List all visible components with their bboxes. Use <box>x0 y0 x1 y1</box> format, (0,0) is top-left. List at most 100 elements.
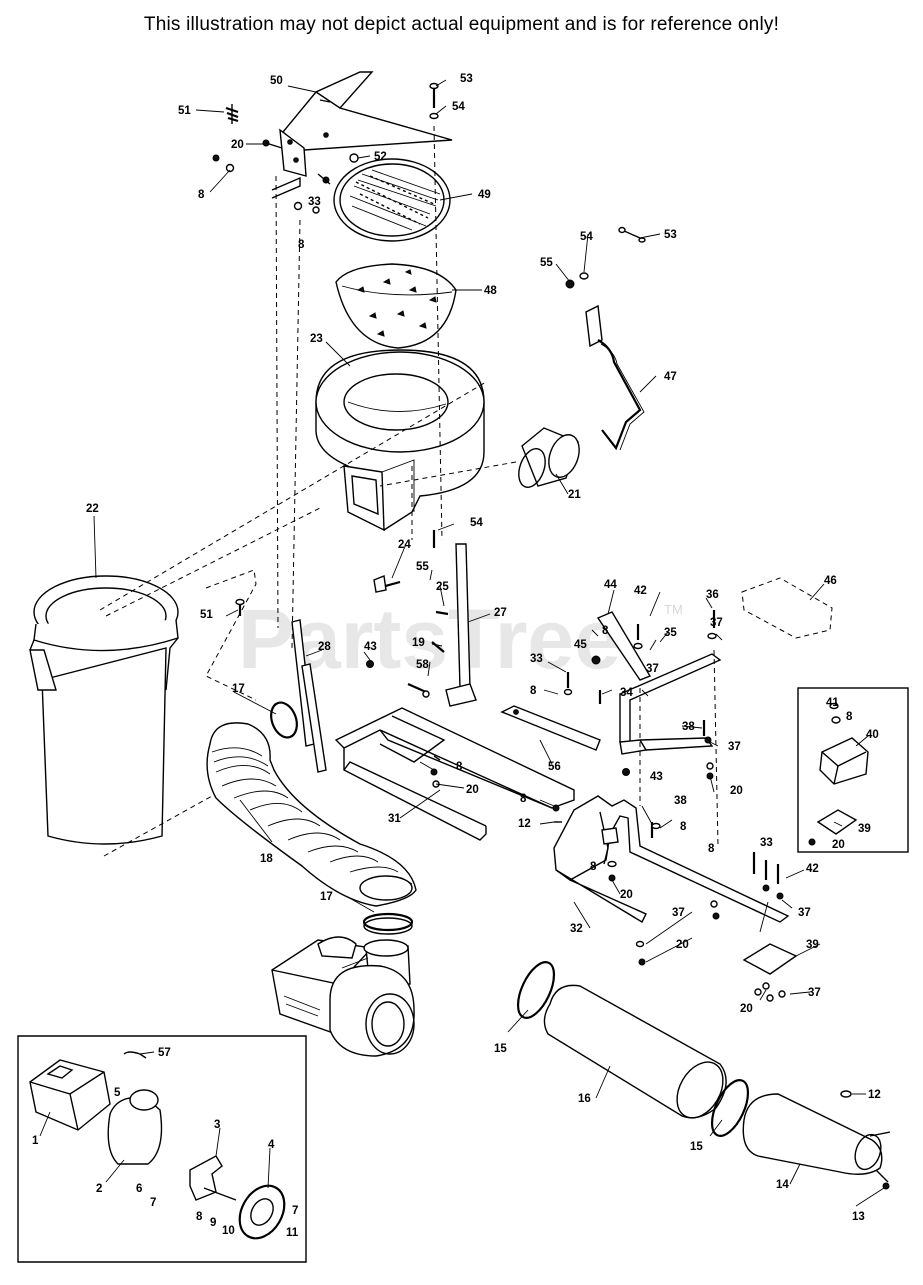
label-37-bottom: 37 <box>808 987 821 999</box>
label-24: 24 <box>398 539 411 551</box>
bracket-56 <box>500 705 601 751</box>
label-37-mid: 37 <box>646 663 659 675</box>
label-1: 1 <box>32 1135 39 1147</box>
label-8-lower: 8 <box>590 861 597 873</box>
assorted-bolts <box>235 530 890 1190</box>
label-54-top: 54 <box>452 101 465 113</box>
label-20-lower: 20 <box>620 889 633 901</box>
label-16: 16 <box>578 1093 591 1105</box>
label-9: 9 <box>210 1217 216 1229</box>
screw-53-54-top <box>429 82 439 120</box>
label-5: 5 <box>114 1087 121 1099</box>
leader-lines <box>39 79 885 1207</box>
label-53-top: 53 <box>460 73 473 85</box>
bracket-44 <box>596 611 652 681</box>
label-47: 47 <box>664 371 677 383</box>
label-54-mid: 54 <box>470 517 483 529</box>
label-32: 32 <box>570 923 583 935</box>
label-23: 23 <box>310 333 323 345</box>
svg-text:TM: TM <box>664 602 683 617</box>
label-52: 52 <box>374 151 387 163</box>
label-33-right: 33 <box>760 837 773 849</box>
label-7-left: 7 <box>150 1197 156 1209</box>
label-10: 10 <box>222 1225 235 1237</box>
hidden-lines <box>99 125 719 857</box>
label-38-top: 38 <box>682 721 695 733</box>
label-20-frame-center: 20 <box>466 784 479 796</box>
label-20-bottom: 20 <box>740 1003 753 1015</box>
label-21: 21 <box>568 489 581 501</box>
label-8-mid: 8 <box>530 685 537 697</box>
label-20-top: 20 <box>231 139 244 151</box>
label-48: 48 <box>484 285 497 297</box>
label-43-left: 43 <box>364 641 377 653</box>
label-37-right: 37 <box>728 741 741 753</box>
label-51-mid: 51 <box>200 609 213 621</box>
post-27 <box>445 543 477 707</box>
label-20-right: 20 <box>730 785 743 797</box>
label-55-top: 55 <box>540 257 553 269</box>
label-44: 44 <box>604 579 617 591</box>
label-39-inset: 39 <box>858 823 871 835</box>
strap-28 <box>291 619 327 773</box>
label-8-frame-top: 8 <box>602 625 609 637</box>
mounting-frame-32 <box>553 795 790 923</box>
label-18: 18 <box>260 853 273 865</box>
bracket-hardware <box>212 139 359 214</box>
label-58: 58 <box>416 659 429 671</box>
label-20-lower-right: 20 <box>676 939 689 951</box>
part-number-labels: 50 51 20 8 33 8 53 54 52 49 48 23 54 53 … <box>32 73 881 1239</box>
label-54-right: 54 <box>580 231 593 243</box>
inset-box-engine-parts <box>17 1035 307 1263</box>
label-37-far-right: 37 <box>798 907 811 919</box>
plate-39 <box>742 943 798 1002</box>
label-37-lower: 37 <box>672 907 685 919</box>
collection-bag <box>29 575 179 845</box>
label-8-frame-center: 8 <box>456 761 463 773</box>
label-8-frame-right: 8 <box>520 793 527 805</box>
label-34: 34 <box>620 687 633 699</box>
hanger-bracket <box>271 71 453 199</box>
label-53-right: 53 <box>664 229 677 241</box>
label-45: 45 <box>574 639 587 651</box>
label-7-right: 7 <box>292 1205 298 1217</box>
label-31: 31 <box>388 813 401 825</box>
label-25: 25 <box>436 581 449 593</box>
outlet-sleeve <box>518 427 580 488</box>
label-28: 28 <box>318 641 331 653</box>
label-57: 57 <box>158 1047 171 1059</box>
label-2: 2 <box>96 1183 102 1195</box>
label-8-top-left: 8 <box>198 189 205 201</box>
label-19: 19 <box>412 637 425 649</box>
support-rod <box>585 304 645 451</box>
label-8-right: 8 <box>680 821 687 833</box>
bracket-46 <box>741 577 833 639</box>
label-41: 41 <box>826 697 839 709</box>
label-4: 4 <box>268 1139 275 1151</box>
label-20-inset: 20 <box>832 839 845 851</box>
impeller-housing <box>315 349 485 532</box>
label-42-top: 42 <box>634 585 647 597</box>
discharge-tube <box>516 961 891 1183</box>
label-51-top: 51 <box>178 105 191 117</box>
label-14: 14 <box>776 1179 789 1191</box>
label-36: 36 <box>706 589 719 601</box>
label-42-right: 42 <box>806 863 819 875</box>
label-55-mid: 55 <box>416 561 429 573</box>
label-12-frame: 12 <box>518 818 531 830</box>
label-12-right: 12 <box>868 1089 881 1101</box>
disclaimer-text: This illustration may not depict actual … <box>143 14 780 35</box>
label-43-right: 43 <box>650 771 663 783</box>
label-6: 6 <box>136 1183 142 1195</box>
label-17-bottom: 17 <box>320 891 333 903</box>
filter-dome <box>335 263 457 349</box>
label-37-top: 37 <box>710 617 723 629</box>
label-56: 56 <box>548 761 561 773</box>
label-33-top: 33 <box>308 196 321 208</box>
inset-box-control <box>797 687 909 853</box>
label-13: 13 <box>852 1211 865 1223</box>
label-38-mid: 38 <box>674 795 687 807</box>
label-15-left: 15 <box>494 1043 507 1055</box>
